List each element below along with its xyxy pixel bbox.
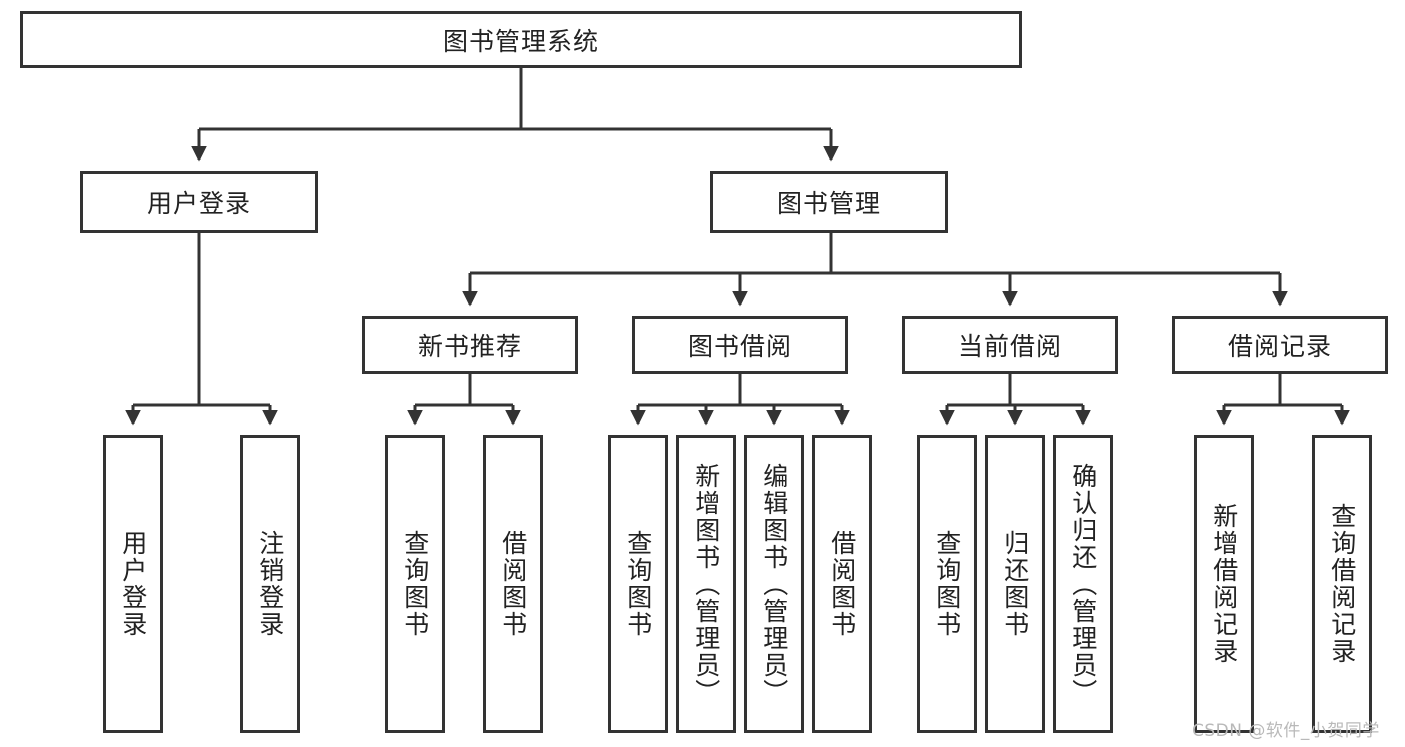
node-book-management[interactable]: 图书管理 (710, 171, 948, 233)
leaf-add-borrow-record[interactable]: 新增借阅记录 (1194, 435, 1254, 733)
leaf-add-borrow-record-label: 新增借阅记录 (1209, 503, 1239, 665)
node-book-management-label: 图书管理 (776, 189, 881, 218)
node-borrow-record-label: 借阅记录 (1227, 332, 1332, 361)
leaf-borrow-book[interactable]: 借阅图书 (812, 435, 872, 733)
leaf-edit-book-admin[interactable]: 编辑图书（管理员） (744, 435, 804, 733)
leaf-query-book-borrow-label: 查询图书 (623, 530, 653, 638)
node-new-book-recommend[interactable]: 新书推荐 (362, 316, 578, 374)
leaf-user-login-label: 用户登录 (118, 530, 148, 638)
leaf-user-login[interactable]: 用户登录 (103, 435, 163, 733)
leaf-borrow-book-recommend-label: 借阅图书 (498, 530, 528, 638)
csdn-watermark: CSDN @软件_小贺同学 (1192, 721, 1380, 741)
node-current-borrow-label: 当前借阅 (957, 332, 1062, 361)
node-user-login[interactable]: 用户登录 (80, 171, 318, 233)
leaf-query-borrow-record-label: 查询借阅记录 (1327, 503, 1357, 665)
leaf-query-book-recommend[interactable]: 查询图书 (385, 435, 445, 733)
leaf-borrow-book-label: 借阅图书 (827, 530, 857, 638)
leaf-query-borrow-record[interactable]: 查询借阅记录 (1312, 435, 1372, 733)
leaf-add-book-admin-label: 新增图书（管理员） (691, 462, 721, 706)
node-book-borrow[interactable]: 图书借阅 (632, 316, 848, 374)
leaf-query-book-recommend-label: 查询图书 (400, 530, 430, 638)
leaf-logout[interactable]: 注销登录 (240, 435, 300, 733)
node-current-borrow[interactable]: 当前借阅 (902, 316, 1118, 374)
leaf-confirm-return-admin[interactable]: 确认归还（管理员） (1053, 435, 1113, 733)
node-user-login-label: 用户登录 (146, 189, 251, 218)
leaf-query-book-current-label: 查询图书 (932, 530, 962, 638)
node-root[interactable]: 图书管理系统 (20, 11, 1022, 68)
leaf-borrow-book-recommend[interactable]: 借阅图书 (483, 435, 543, 733)
leaf-edit-book-admin-label: 编辑图书（管理员） (759, 462, 789, 706)
node-borrow-record[interactable]: 借阅记录 (1172, 316, 1388, 374)
leaf-return-book-label: 归还图书 (1000, 530, 1030, 638)
node-book-borrow-label: 图书借阅 (687, 332, 792, 361)
node-root-label: 图书管理系统 (442, 26, 599, 56)
leaf-add-book-admin[interactable]: 新增图书（管理员） (676, 435, 736, 733)
leaf-query-book-borrow[interactable]: 查询图书 (608, 435, 668, 733)
node-new-book-recommend-label: 新书推荐 (417, 332, 522, 361)
leaf-confirm-return-admin-label: 确认归还（管理员） (1068, 462, 1098, 706)
leaf-query-book-current[interactable]: 查询图书 (917, 435, 977, 733)
leaf-return-book[interactable]: 归还图书 (985, 435, 1045, 733)
leaf-logout-label: 注销登录 (255, 530, 285, 638)
